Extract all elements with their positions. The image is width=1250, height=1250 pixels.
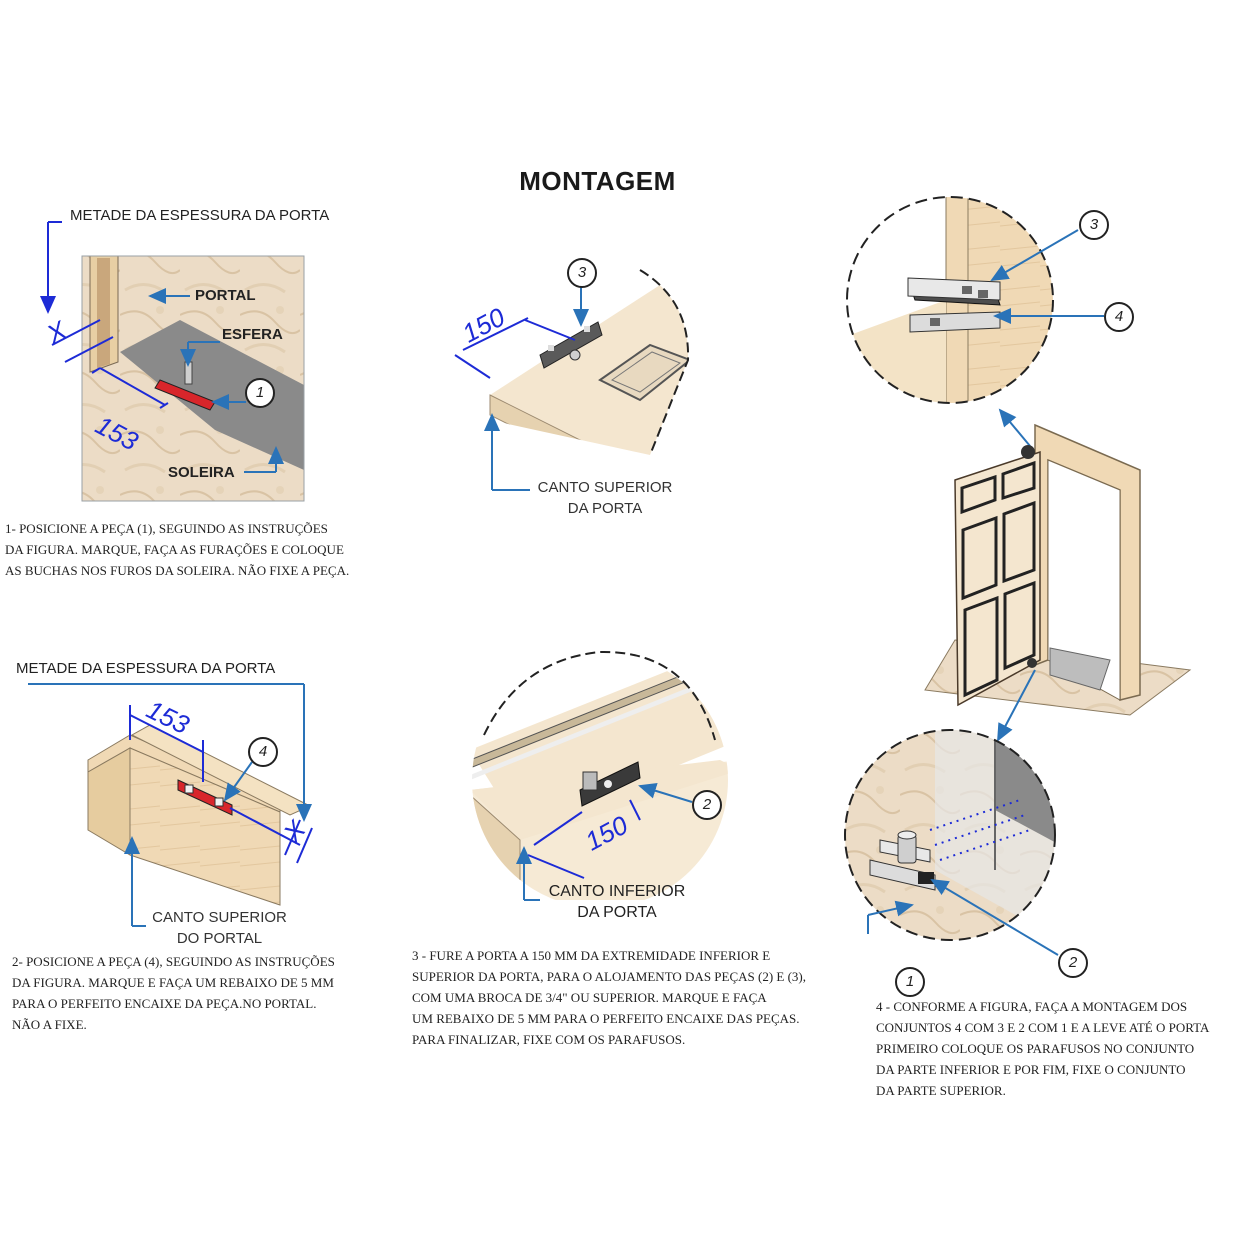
instruction-line: 4 - CONFORME A FIGURA, FAÇA A MONTAGEM D… [876, 999, 1188, 1014]
instruction-line: DA PARTE SUPERIOR. [876, 1083, 1006, 1098]
step4-callout-4: 4 [1104, 302, 1134, 332]
step4-callout-1: 1 [895, 967, 925, 997]
instruction-line: COM UMA BROCA DE 3/4" OU SUPERIOR. MARQU… [412, 990, 767, 1005]
step2-caption: CANTO SUPERIOR DO PORTAL [122, 907, 317, 949]
instruction-line: PARA FINALIZAR, FIXE COM OS PARAFUSOS. [412, 1032, 686, 1047]
instruction-line: PARA O PERFEITO ENCAIXE DA PEÇA.NO PORTA… [12, 996, 317, 1011]
caption-line: DO PORTAL [176, 930, 263, 947]
step3-instructions: 3 - FURE A PORTA A 150 mm DA EXTREMIDADE… [412, 945, 806, 1050]
step1-callout-1: 1 [245, 378, 275, 408]
caption-line: CANTO SUPERIOR [537, 479, 673, 496]
instruction-line: 3 - FURE A PORTA A 150 mm DA EXTREMIDADE… [412, 948, 771, 963]
instruction-line: AS BUCHAS NOS FUROS DA SOLEIRA. NÃO FIXE… [5, 563, 350, 578]
instruction-line: 1- POSICIONE A PEÇA (1), SEGUINDO AS INS… [5, 521, 328, 536]
caption-line: CANTO INFERIOR [548, 883, 686, 900]
step4-instructions: 4 - CONFORME A FIGURA, FAÇA A MONTAGEM D… [876, 996, 1248, 1101]
step3-top-caption: CANTO SUPERIOR DA PORTA [520, 477, 690, 519]
instruction-line: PRIMEIRO COLOQUE OS PARAFUSOS NO CONJUNT… [876, 1041, 1195, 1056]
step2-drawing [28, 683, 313, 927]
step1-label-esfera: ESFERA [222, 326, 283, 343]
instruction-line: 2- POSICIONE A PEÇA (4), SEGUINDO AS INS… [12, 954, 335, 969]
instruction-line: DA FIGURA. MARQUE, FAÇA AS FURAÇÕES E CO… [5, 542, 344, 557]
page-title: MONTAGEM [519, 166, 676, 196]
step1-drawing [40, 221, 305, 502]
step4-callout-2: 2 [1058, 948, 1088, 978]
caption-line: DA PORTA [567, 500, 643, 517]
step2-instructions: 2- POSICIONE A PEÇA (4), SEGUINDO AS INS… [12, 951, 335, 1035]
instruction-line: UM REBAIXO DE 5 mm PARA O PERFEITO ENCAI… [412, 1011, 800, 1026]
step2-callout-4: 4 [248, 737, 278, 767]
step3-bottom-drawing [472, 650, 728, 908]
instruction-line: NÃO A FIXE. [12, 1017, 87, 1032]
caption-line: DA PORTA [577, 904, 657, 921]
step4-bottom-detail [844, 729, 1059, 956]
step3-bottom-callout-2: 2 [692, 790, 722, 820]
step3-top-callout-3: 3 [567, 258, 597, 288]
step4-door [924, 423, 1192, 742]
step1-label-door-half-thickness: METADE DA ESPESSURA DA PORTA [70, 207, 330, 224]
step1-label-soleira: SOLEIRA [168, 464, 235, 481]
step2-label-door-half-thickness: METADE DA ESPESSURA DA PORTA [16, 660, 276, 677]
instruction-line: DA FIGURA. MARQUE E FAÇA UM REBAIXO DE 5… [12, 975, 334, 990]
step4-callout-3: 3 [1079, 210, 1109, 240]
step1-instructions: 1- POSICIONE A PEÇA (1), SEGUINDO AS INS… [5, 518, 349, 581]
step3-bottom-caption: CANTO INFERIOR DA PORTA [527, 881, 707, 923]
instruction-line: SUPERIOR DA PORTA, PARA O ALOJAMENTO DAS… [412, 969, 807, 984]
step1-label-portal: PORTAL [195, 287, 256, 304]
step4-top-detail [846, 196, 1104, 447]
step3-top-drawing [454, 269, 690, 491]
instruction-line: DA PARTE INFERIOR E POR FIM, FIXE O CONJ… [876, 1062, 1186, 1077]
instruction-line: CONJUNTOS 4 COM 3 E 2 COM 1 E A LEVE ATÉ… [876, 1020, 1210, 1035]
caption-line: CANTO SUPERIOR [152, 909, 287, 926]
